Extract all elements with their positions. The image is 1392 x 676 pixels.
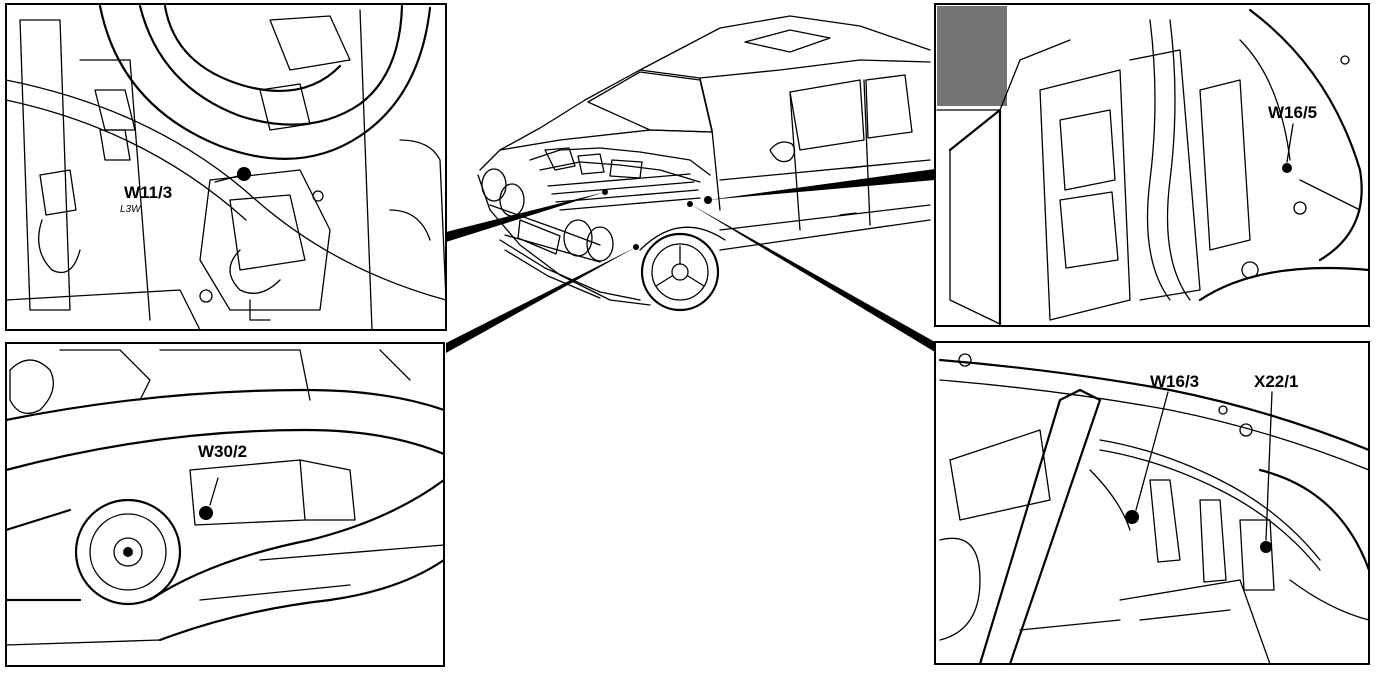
- leader-bottom-right: [690, 204, 935, 352]
- panel-top-left-detail: [5, 4, 447, 331]
- panel-top-right: W16/5: [934, 3, 1371, 327]
- panel-top-right-detail: [936, 6, 1371, 326]
- leader-top-right: [708, 169, 935, 200]
- vehicle-overview: [477, 15, 931, 312]
- panel-top-left: W11/3 L3W: [5, 3, 447, 331]
- panel-bottom-right: W16/3 X22/1: [934, 341, 1371, 666]
- panel-bottom-right-detail: [938, 353, 1371, 666]
- label-x22-1: X22/1: [1254, 372, 1298, 391]
- label-w11-3: W11/3: [124, 183, 172, 202]
- label-w16-3: W16/3: [1150, 372, 1199, 391]
- leader-lines: [446, 169, 935, 353]
- panel-bottom-left: W30/2: [4, 342, 446, 667]
- panel-bottom-left-detail: [4, 349, 446, 646]
- label-w30-2: W30/2: [198, 442, 247, 461]
- label-w16-5: W16/5: [1268, 103, 1317, 122]
- leader-bottom-left: [446, 247, 636, 353]
- label-w11-3-sub: L3W: [120, 204, 142, 215]
